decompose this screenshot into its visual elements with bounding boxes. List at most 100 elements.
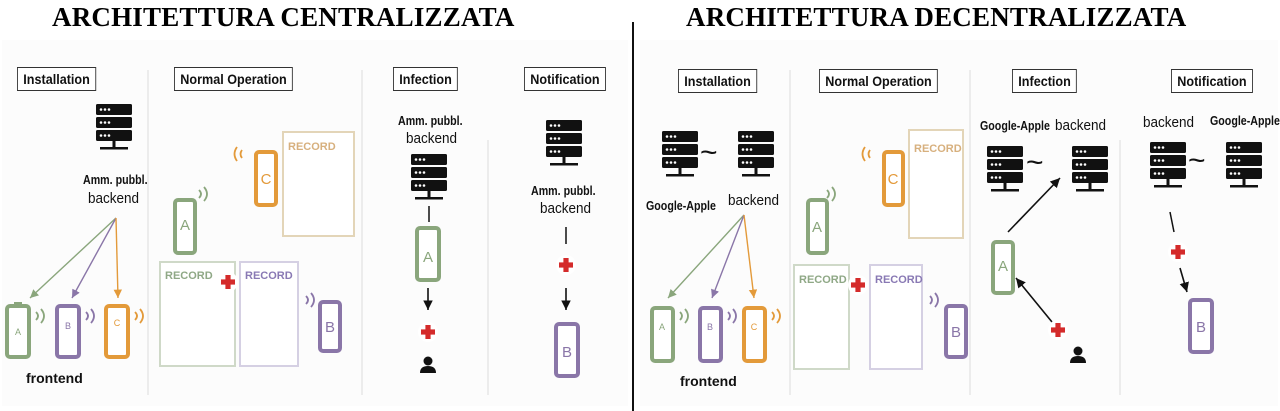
arrow-diagnosis bbox=[1015, 277, 1053, 323]
arrow-to-phone-b bbox=[71, 217, 117, 299]
signal-icon bbox=[771, 308, 781, 324]
record-box-a bbox=[793, 264, 850, 370]
server-icon bbox=[411, 154, 447, 200]
arrow-to-phone-a bbox=[29, 217, 117, 299]
backend-label: backend bbox=[406, 130, 458, 147]
arrow-to-phone-b bbox=[711, 214, 745, 299]
phone-b-icon: B bbox=[318, 300, 342, 353]
svg-text:C: C bbox=[888, 171, 899, 188]
phone-a-icon: A bbox=[5, 302, 31, 359]
svg-text:A: A bbox=[180, 217, 190, 234]
backend-label: backend bbox=[728, 192, 780, 209]
cross-icon bbox=[848, 275, 868, 295]
phone-c-icon: C bbox=[254, 150, 278, 207]
svg-text:C: C bbox=[751, 322, 758, 332]
signal-icon bbox=[929, 292, 939, 308]
server-icon bbox=[1226, 142, 1262, 188]
phase-label-installation: Installation bbox=[17, 67, 97, 91]
arrow-upload bbox=[1007, 177, 1061, 233]
phone-b-icon: B bbox=[698, 306, 723, 363]
backend-label: backend bbox=[1143, 114, 1195, 131]
phase-label-notification: Notification bbox=[1171, 69, 1253, 93]
record-box-b bbox=[869, 264, 923, 370]
server-icon bbox=[96, 104, 132, 150]
record-box-c bbox=[908, 129, 964, 239]
server-icon bbox=[546, 120, 582, 166]
server-icon bbox=[987, 146, 1023, 192]
amm-pubbl-label: Amm. pubbl. bbox=[398, 113, 463, 128]
backend-label: backend bbox=[88, 190, 140, 207]
phone-a-icon: A bbox=[991, 240, 1015, 295]
svg-text:A: A bbox=[812, 219, 822, 236]
title-centralized: ARCHITETTURA CENTRALIZZATA bbox=[52, 2, 515, 32]
phone-a-icon: A bbox=[650, 306, 675, 363]
phone-a-icon: A bbox=[806, 198, 829, 255]
svg-text:C: C bbox=[114, 318, 121, 328]
tilde-symbol: ~ bbox=[1026, 146, 1044, 179]
svg-text:A: A bbox=[15, 327, 21, 337]
arrow-to-phone-a bbox=[667, 214, 745, 299]
connector-line bbox=[1169, 211, 1175, 233]
server-icon bbox=[1072, 146, 1108, 192]
architecture-divider bbox=[632, 22, 634, 411]
frontend-label: frontend bbox=[26, 370, 83, 386]
cross-icon bbox=[556, 255, 576, 275]
google-apple-label: Google-Apple bbox=[980, 118, 1050, 133]
amm-pubbl-label: Amm. pubbl. bbox=[83, 172, 148, 187]
signal-icon bbox=[727, 308, 737, 324]
signal-icon bbox=[134, 308, 144, 324]
signal-icon bbox=[679, 308, 689, 324]
phase-label-infection: Infection bbox=[1012, 69, 1078, 93]
backend-label: backend bbox=[1055, 117, 1107, 134]
svg-text:B: B bbox=[707, 322, 713, 332]
phone-a-icon: A bbox=[415, 226, 441, 282]
record-label: RECORD bbox=[165, 270, 213, 282]
record-label: RECORD bbox=[914, 143, 962, 155]
record-label: RECORD bbox=[245, 270, 293, 282]
signal-icon bbox=[861, 146, 871, 162]
phase-label-normal-operation: Normal Operation bbox=[819, 69, 939, 93]
google-apple-label: Google-Apple bbox=[1210, 113, 1280, 128]
record-label: RECORD bbox=[288, 141, 336, 153]
record-label: RECORD bbox=[799, 274, 847, 286]
tilde-symbol: ~ bbox=[700, 136, 718, 169]
phone-b-icon: B bbox=[1188, 298, 1214, 354]
svg-text:B: B bbox=[562, 344, 572, 361]
record-label: RECORD bbox=[875, 274, 923, 286]
backend-label: backend bbox=[540, 200, 592, 217]
svg-text:B: B bbox=[1196, 319, 1206, 336]
signal-icon bbox=[233, 146, 243, 162]
phone-c-icon: C bbox=[104, 304, 130, 359]
phone-b-icon: B bbox=[944, 304, 968, 359]
signal-icon bbox=[85, 308, 95, 324]
tilde-symbol: ~ bbox=[1188, 144, 1206, 177]
server-icon bbox=[662, 131, 698, 177]
phone-b-icon: B bbox=[55, 304, 81, 359]
google-apple-label: Google-Apple bbox=[646, 198, 716, 213]
cross-icon bbox=[1168, 242, 1188, 262]
phone-b-icon: B bbox=[554, 322, 580, 378]
phone-c-icon: C bbox=[882, 150, 905, 207]
svg-text:A: A bbox=[423, 249, 433, 266]
title-decentralized: ARCHITETTURA DECENTRALIZZATA bbox=[686, 2, 1187, 32]
svg-text:C: C bbox=[261, 171, 272, 188]
person-icon bbox=[1070, 346, 1086, 363]
phase-label-installation: Installation bbox=[678, 69, 758, 93]
svg-text:A: A bbox=[998, 258, 1008, 275]
signal-icon bbox=[826, 186, 836, 202]
cross-icon bbox=[218, 272, 238, 292]
record-box-b bbox=[239, 261, 299, 367]
phase-label-notification: Notification bbox=[524, 67, 606, 91]
phone-a-icon: A bbox=[173, 198, 197, 255]
server-icon bbox=[1150, 142, 1186, 188]
server-icon bbox=[738, 131, 774, 177]
frontend-label: frontend bbox=[680, 373, 737, 389]
svg-text:B: B bbox=[65, 321, 71, 331]
phone-c-icon: C bbox=[742, 306, 767, 363]
cross-icon bbox=[418, 322, 438, 342]
svg-text:B: B bbox=[325, 319, 335, 336]
phase-label-normal-operation: Normal Operation bbox=[174, 67, 294, 91]
arrow-to-phone-c bbox=[113, 217, 122, 299]
